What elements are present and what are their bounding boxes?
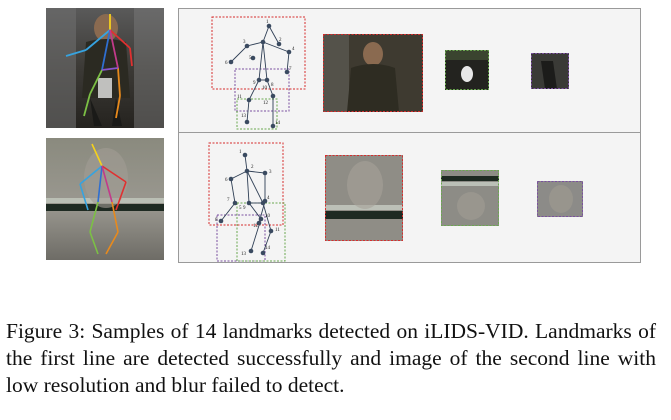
landmark-label: 10 [262,86,268,91]
landmark-label: 6 [225,61,228,66]
landmark-label: 2 [279,38,282,43]
crop-lower-row2 [537,181,583,217]
crop-upper-row2 [325,155,403,241]
person-photo-row2 [46,138,164,260]
landmark-label: 3 [243,40,246,45]
row-divider [179,132,640,133]
crop-upper-row1 [323,34,423,112]
landmark-label: 4 [292,47,295,52]
landmark-label: 12 [253,224,259,229]
figure-caption: Figure 3: Samples of 14 landmarks detect… [6,318,656,397]
landmark-label: 8 [215,218,218,223]
crop-middle-row2 [441,170,499,226]
landmark-label: 11 [275,228,280,233]
landmark-label: 14 [275,121,281,126]
landmark-label: 6 [225,178,228,183]
landmark-label: 1 [239,150,242,155]
landmark-label: 12 [263,101,269,106]
landmark-label: 10 [265,214,271,219]
landmark-label: 13 [241,252,247,257]
landmark-label: 7 [227,198,230,203]
figure-3: 1 2 3 4 5 6 7 8 9 10 11 12 13 14 [46,8,641,263]
landmark-label: 8 [271,83,274,88]
landmark-label: 7 [289,67,292,72]
landmark-label: 4 [267,196,270,201]
landmark-label: 13 [241,114,247,119]
landmark-label: 14 [265,246,271,251]
person-photo-row1 [46,8,164,128]
crop-lower-row1 [531,53,569,89]
landmark-label: 9 [253,81,256,86]
landmark-label: 5 [239,206,242,211]
landmark-diagram-row2: 1 2 3 4 5 6 7 8 9 10 11 12 13 14 [208,142,286,262]
landmark-diagram-row1: 1 2 3 4 5 6 7 8 9 10 11 12 13 14 [211,16,306,130]
landmark-label: 9 [243,206,246,211]
landmark-label: 11 [237,95,242,100]
landmark-label: 1 [266,20,269,25]
landmark-panel: 1 2 3 4 5 6 7 8 9 10 11 12 13 14 [178,8,641,263]
landmark-label: 5 [249,56,252,61]
landmark-label: 2 [251,165,254,170]
crop-middle-row1 [445,50,489,90]
landmark-label: 3 [269,170,272,175]
